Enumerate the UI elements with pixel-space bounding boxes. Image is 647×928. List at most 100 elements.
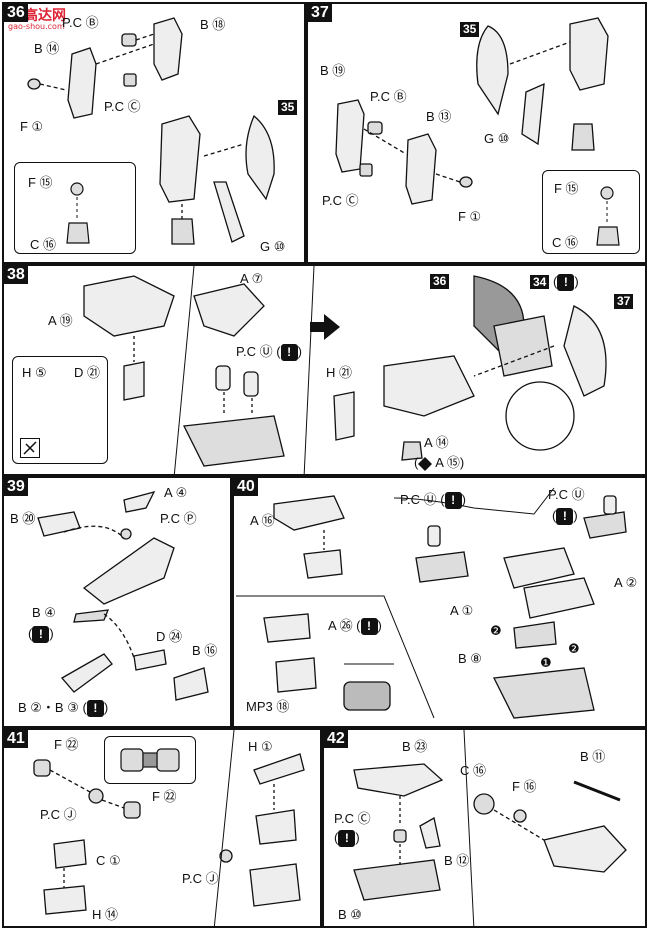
subassembly-37-tag: 37: [614, 294, 634, 309]
label-pcb: P.C Ⓑ: [370, 89, 407, 104]
label-f22b: F ㉒: [152, 789, 177, 804]
label-f15: F ⑮: [554, 181, 579, 196]
label-pcu2: P.C Ⓤ: [548, 487, 585, 502]
close-paren: ): [461, 491, 466, 507]
label-f22a: F ㉒: [54, 737, 79, 752]
label-a15-group: ( A ⑮): [414, 455, 465, 471]
inset-joint-detail: [104, 736, 196, 784]
step-40-panel: 40 A ⑯ P.C Ⓤ (!) P.C Ⓤ (!) A ① A ② A ㉖ (…: [232, 476, 647, 728]
step-39-number: 39: [4, 478, 28, 496]
step-36-panel: 36 36 P.C Ⓑ B ⑱: [2, 2, 306, 264]
label-a16: A ⑯: [250, 513, 275, 528]
label-b16: B ⑯: [192, 643, 218, 658]
caution-icon: !: [444, 492, 462, 509]
pcu2-caution: (!): [552, 507, 578, 525]
close-paren: ): [377, 617, 382, 633]
label-mp3: MP3 ⑱: [246, 699, 290, 714]
inset-f15-c16: [14, 162, 136, 254]
label-a19: A ⑲: [48, 313, 73, 328]
step-37-number: 37: [308, 4, 332, 22]
label-f15: F ⑮: [28, 175, 53, 190]
marker-2b: ❷: [568, 641, 580, 656]
caution-icon: !: [556, 508, 574, 525]
cutter-icon: [20, 438, 40, 458]
step-41-number: 41: [4, 730, 28, 748]
label-g10: G ⑩: [484, 131, 510, 146]
label-pcc: P.C Ⓒ: [322, 193, 359, 208]
label-f16: F ⑯: [512, 779, 537, 794]
close-paren: ): [297, 343, 302, 359]
step-37-illustration: [335, 17, 609, 205]
label-f1: F ①: [458, 209, 482, 224]
step-42-panel: 42 B ㉓ B ⑪ C ⑯ F ⑯ P.C Ⓒ (!) B ⑫ B ⑩: [322, 728, 647, 928]
label-g10: G ⑩: [260, 239, 286, 254]
label-a26: A ㉖ (!): [328, 618, 382, 635]
step-38-number: 38: [4, 266, 28, 284]
inset-h5-d21: [12, 356, 108, 464]
step-36-illustration: [27, 17, 275, 245]
label-c16: C ⑯: [30, 237, 57, 252]
label-f1: F ①: [20, 119, 44, 134]
inset-illustration: [66, 182, 90, 244]
label-c16: C ⑯: [552, 235, 579, 250]
label-d21: D ㉑: [74, 365, 101, 380]
label-pcp: P.C Ⓟ: [160, 511, 197, 526]
pcc-caution: (!): [334, 829, 360, 847]
step-38-panel: 38 A ⑲ A ⑦ P.C Ⓤ (!) H ⑤ D ㉑ 36 34 (!) 3…: [2, 264, 647, 476]
label-b14: B ⑭: [34, 41, 60, 56]
label-pcc: P.C Ⓒ: [104, 99, 141, 114]
label-pcu: P.C Ⓤ (!): [236, 344, 302, 361]
step-40-number: 40: [234, 478, 258, 496]
label-a14: A ⑭: [424, 435, 449, 450]
label-a15: A ⑮: [435, 455, 460, 470]
label-s34: 34 (!): [530, 274, 579, 291]
label-h1: H ①: [248, 739, 273, 754]
marker-2a: ❷: [490, 623, 502, 638]
label-b10: B ⑩: [338, 907, 362, 922]
label-d24: D ㉔: [156, 629, 183, 644]
step-41-illustration: [33, 730, 305, 926]
subassembly-35-tag: 35: [460, 22, 480, 37]
joint-detail-illustration: [120, 748, 180, 772]
step-41-panel: 41 F ㉒ P.C Ⓙ F ㉒ C ① H ⑭ H ① P.C Ⓙ: [2, 728, 322, 928]
marker-1: ❶: [540, 655, 552, 670]
step-42-number: 42: [324, 730, 348, 748]
step-42-illustration: [353, 730, 627, 926]
label-b23: B ㉓: [402, 739, 428, 754]
label-b19: B ⑲: [320, 63, 346, 78]
label-h21: H ㉑: [326, 365, 353, 380]
label-pcc: P.C Ⓒ: [334, 811, 371, 826]
label-b18: B ⑱: [200, 17, 226, 32]
label-b8: B ⑧: [458, 651, 482, 666]
caution-icon: !: [338, 830, 356, 847]
label-b2b3: B ②・B ③ (!): [18, 700, 108, 717]
label-b13: B ⑬: [426, 109, 452, 124]
step-38-illustration: [83, 266, 607, 474]
label-a4: A ④: [164, 485, 188, 500]
label-a1: A ①: [450, 603, 474, 618]
step-37-panel: 37 35 B ⑲ P.C Ⓑ B ⑬ P.C Ⓒ F ① G ⑩ F ⑮ C …: [306, 2, 647, 264]
label-pcu1: P.C Ⓤ (!): [400, 492, 466, 509]
step-40-illustration: [236, 487, 627, 719]
step-36-number: 36: [4, 4, 28, 22]
close-paren: ): [103, 699, 109, 715]
label-h5: H ⑤: [22, 365, 47, 380]
watermark-subtext: gao-shou.com: [8, 22, 65, 31]
label-h14: H ⑭: [92, 907, 119, 922]
label-a2: A ②: [614, 575, 638, 590]
label-a7: A ⑦: [240, 271, 264, 286]
watermark-text: 高达网: [24, 8, 66, 24]
label-b20: B ⑳: [10, 511, 36, 526]
step-39-panel: 39 A ④ B ⑳ P.C Ⓟ B ④ (!) D ㉔ B ⑯ B ②・B ③…: [2, 476, 232, 728]
pcu1-text: P.C Ⓤ (: [400, 491, 445, 507]
caution-icon: !: [557, 274, 575, 291]
b4-caution: (!): [28, 625, 54, 643]
label-pcb: P.C Ⓑ: [62, 15, 99, 30]
pcu-text: P.C Ⓤ (: [236, 343, 281, 359]
label-c1: C ①: [96, 853, 121, 868]
label-pcj: P.C Ⓙ: [40, 807, 77, 822]
subassembly-34-tag: 34: [530, 274, 550, 289]
label-b4: B ④: [32, 605, 56, 620]
step-39-illustration: [37, 491, 209, 701]
